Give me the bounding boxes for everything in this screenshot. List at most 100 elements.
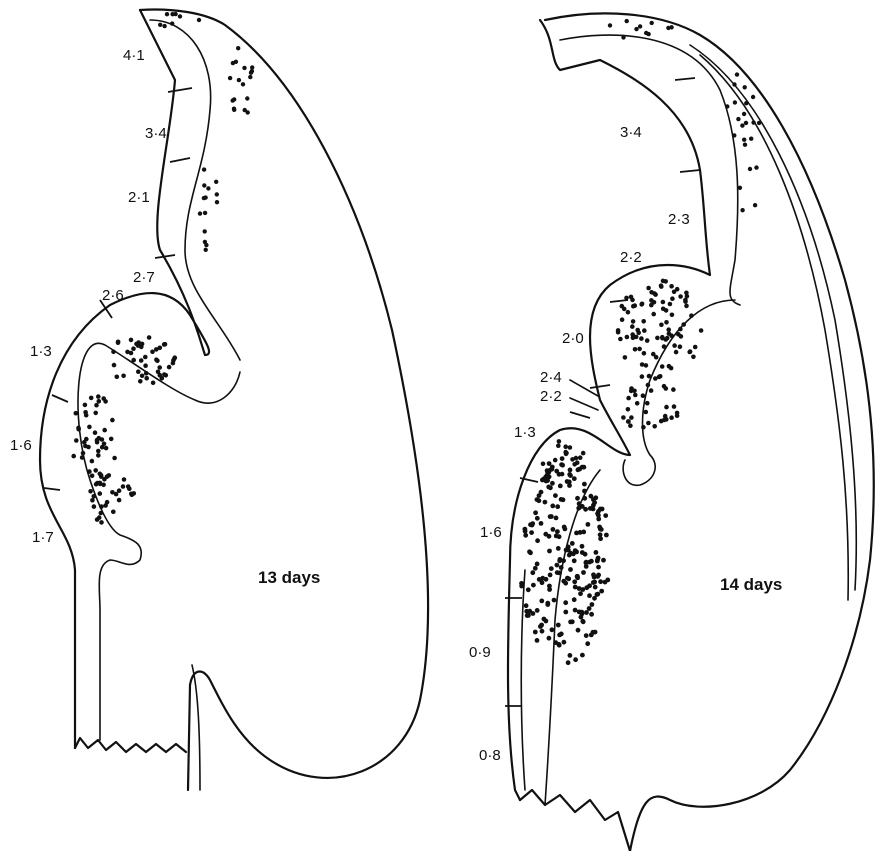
cell-dot bbox=[659, 419, 664, 424]
cell-dot bbox=[560, 463, 565, 468]
cell-dot bbox=[144, 376, 149, 381]
cell-dot bbox=[241, 82, 245, 86]
cell-dot bbox=[553, 493, 558, 498]
cell-dot bbox=[672, 290, 677, 295]
left-inner-wall-lower bbox=[78, 343, 240, 740]
cell-dot bbox=[598, 527, 603, 532]
cell-dot bbox=[582, 496, 587, 501]
cell-dot bbox=[742, 138, 746, 142]
cell-dot bbox=[98, 472, 103, 477]
cell-dot bbox=[568, 567, 573, 572]
cell-dot bbox=[571, 551, 576, 556]
cell-dot bbox=[529, 530, 534, 535]
cell-dot bbox=[165, 12, 169, 16]
cell-dot bbox=[577, 505, 582, 510]
cell-dot bbox=[625, 335, 630, 340]
cell-dot bbox=[572, 579, 577, 584]
left-ventral-outline bbox=[40, 10, 209, 748]
cell-dot bbox=[581, 570, 586, 575]
cell-dot bbox=[555, 563, 560, 568]
cell-dot bbox=[84, 437, 89, 442]
cell-dot bbox=[662, 344, 667, 349]
cell-dot bbox=[749, 137, 753, 141]
cell-dot bbox=[74, 438, 79, 443]
cell-dot bbox=[538, 624, 543, 629]
cell-dot bbox=[629, 386, 634, 391]
cell-dot bbox=[526, 613, 531, 618]
cell-dot bbox=[626, 310, 631, 315]
cell-dot bbox=[140, 342, 145, 347]
cell-dot bbox=[572, 558, 577, 563]
cell-dot bbox=[155, 359, 160, 364]
cell-dot bbox=[131, 346, 136, 351]
cell-dot bbox=[101, 483, 106, 488]
cell-dot bbox=[558, 484, 563, 489]
cell-dot bbox=[139, 358, 144, 363]
cell-dot bbox=[545, 602, 550, 607]
cell-dot bbox=[151, 381, 156, 386]
cell-dot bbox=[578, 455, 583, 460]
cell-dot bbox=[753, 203, 757, 207]
cell-dot bbox=[616, 330, 621, 335]
cell-dot bbox=[533, 630, 538, 635]
cell-dot bbox=[620, 304, 625, 309]
cell-dot bbox=[548, 514, 553, 519]
tick bbox=[610, 300, 628, 302]
cell-dot bbox=[231, 61, 235, 65]
cell-dot bbox=[644, 410, 649, 415]
cell-dot bbox=[560, 472, 565, 477]
cell-dot bbox=[736, 117, 740, 121]
cell-dot bbox=[126, 484, 131, 489]
cell-dot bbox=[580, 544, 585, 549]
cell-dot bbox=[583, 552, 588, 557]
cell-dot bbox=[626, 396, 631, 401]
cell-dot bbox=[580, 619, 585, 624]
cell-dot bbox=[96, 394, 101, 399]
cell-dot bbox=[649, 388, 654, 393]
cell-dot bbox=[74, 411, 79, 416]
cell-dot bbox=[173, 355, 178, 360]
cell-dot bbox=[733, 100, 737, 104]
cell-dot bbox=[667, 364, 672, 369]
cell-dot bbox=[659, 283, 664, 288]
cell-dot bbox=[631, 319, 636, 324]
cell-dot bbox=[740, 208, 744, 212]
cell-dot bbox=[242, 66, 246, 70]
cell-dot bbox=[528, 550, 533, 555]
cell-dot bbox=[583, 507, 588, 512]
cell-dot bbox=[580, 611, 585, 616]
cell-dot bbox=[598, 507, 603, 512]
tick bbox=[44, 488, 60, 490]
cell-dot bbox=[232, 108, 236, 112]
cell-dot bbox=[689, 313, 694, 318]
cell-dot bbox=[535, 538, 540, 543]
segment-label: 3·4 bbox=[620, 124, 642, 141]
segment-label: 2·2 bbox=[540, 388, 562, 405]
left-bottom-edge bbox=[75, 738, 186, 752]
cell-dot bbox=[603, 513, 608, 518]
cell-dot bbox=[116, 340, 121, 345]
cell-dot bbox=[732, 133, 736, 137]
cell-dot bbox=[131, 358, 136, 363]
right-outer-membrane bbox=[690, 45, 856, 590]
cell-dot bbox=[661, 307, 666, 312]
segment-label: 4·1 bbox=[123, 47, 145, 64]
cell-dot bbox=[674, 350, 679, 355]
cell-dot bbox=[645, 401, 650, 406]
cell-dot bbox=[575, 496, 580, 501]
cell-dot bbox=[629, 415, 634, 420]
cell-dot bbox=[178, 14, 182, 18]
cell-dot bbox=[111, 350, 116, 355]
cell-dot bbox=[568, 445, 573, 450]
cell-dot bbox=[651, 312, 656, 317]
cell-dot bbox=[630, 332, 635, 337]
cell-dot bbox=[589, 559, 594, 564]
cell-dot bbox=[596, 513, 601, 518]
cell-dot bbox=[202, 196, 206, 200]
cell-dot bbox=[158, 373, 163, 378]
right-segment-labels: 3·4 2·3 2·2 2·0 2·4 2·2 1·3 1·6 0·9 0·8 bbox=[469, 124, 690, 764]
cell-dot bbox=[143, 363, 148, 368]
tick bbox=[675, 78, 695, 80]
right-ventral-inner bbox=[521, 570, 525, 790]
cell-dot bbox=[638, 24, 642, 28]
